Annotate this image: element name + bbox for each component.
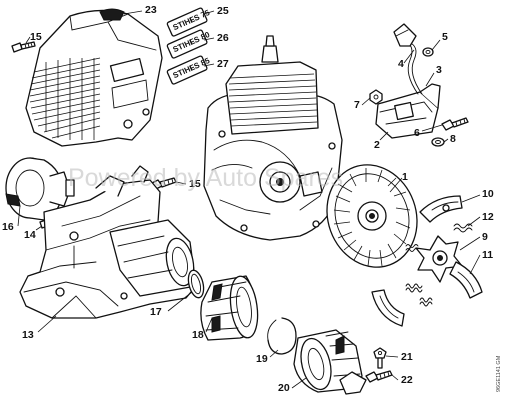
engine-shroud (25, 8, 163, 147)
washer-5 (422, 47, 434, 57)
tube-clamp-20 (293, 329, 367, 395)
callout-12: 12 (482, 211, 494, 223)
flywheel-fan-blades (333, 168, 411, 267)
callout-11: 11 (482, 249, 493, 261)
clutch-spring-12 (453, 223, 473, 233)
o-ring-17 (187, 269, 205, 299)
callout-15-middle: 15 (189, 178, 201, 190)
screw-21 (373, 347, 387, 369)
drawing-code: 96GE1141 GM (496, 355, 502, 392)
clutch-shoe-lower (371, 289, 405, 327)
callout-5: 5 (442, 31, 448, 43)
callout-26: 26 (217, 32, 229, 44)
callout-16: 16 (2, 221, 14, 233)
callout-3: 3 (436, 64, 442, 76)
engine-block (203, 35, 343, 241)
callout-7: 7 (354, 99, 360, 111)
model-plate-fs80: STIHL FS 80 (166, 29, 212, 59)
sleeve-18 (200, 275, 259, 341)
callout-8: 8 (450, 133, 456, 145)
callout-14: 14 (24, 229, 36, 241)
callout-20: 20 (278, 382, 290, 394)
screw-6 (441, 117, 469, 131)
callout-4: 4 (398, 58, 404, 70)
callout-1: 1 (402, 171, 408, 183)
leader-lines (17, 10, 481, 389)
ignition-module (375, 23, 441, 139)
screw-top-left (11, 41, 36, 53)
rope-pulley-16 (5, 157, 75, 221)
flywheel (326, 164, 418, 268)
clutch-shoe-11 (449, 261, 483, 299)
callout-21: 21 (401, 351, 413, 363)
retaining-ring-19 (267, 317, 297, 355)
callout-19: 19 (256, 353, 268, 365)
callout-labels: 23 25 26 27 15 15 16 14 13 17 18 19 20 2… (2, 4, 494, 394)
callout-13: 13 (22, 329, 34, 341)
callout-15-top: 15 (30, 31, 42, 43)
clutch-housing-13 (19, 165, 197, 319)
callout-25: 25 (217, 5, 229, 17)
callout-10: 10 (482, 188, 494, 200)
shroud-vent-grille (29, 57, 101, 140)
callout-9: 9 (482, 231, 488, 243)
model-plate-fs85: STIHL FS 85 (166, 55, 212, 85)
spring-mid (405, 244, 419, 252)
screw-22 (365, 370, 393, 383)
callout-22: 22 (401, 374, 413, 386)
clutch-spring-lower (405, 283, 433, 307)
callout-27: 27 (217, 58, 229, 70)
callout-6: 6 (414, 127, 420, 139)
cylinder-fins (228, 73, 318, 127)
clutch-hub-9 (415, 235, 463, 283)
spacer-8 (431, 137, 445, 147)
nut-7 (369, 89, 383, 105)
clutch-shoe-10 (419, 195, 463, 223)
model-plate-fs75: STIHL FS 75 (166, 7, 212, 37)
callout-18: 18 (192, 329, 204, 341)
callout-23: 23 (145, 4, 157, 16)
watermark-text: Powered by Auto Spares (68, 164, 343, 192)
callout-17: 17 (150, 306, 162, 318)
callout-2: 2 (374, 139, 380, 151)
